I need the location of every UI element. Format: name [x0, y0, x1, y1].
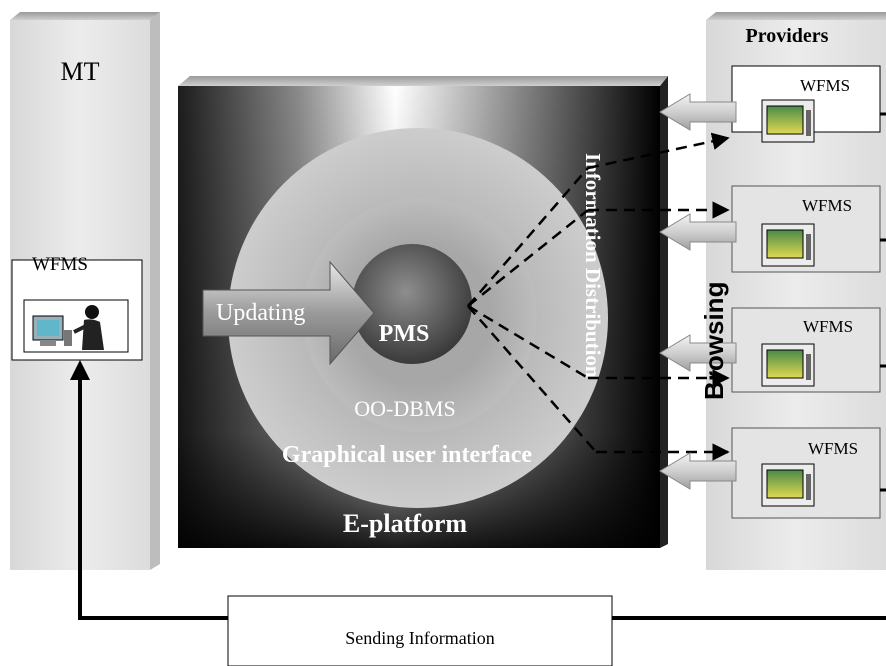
provider-connector-stubs — [880, 112, 886, 492]
provider-wfms-label: WFMS — [808, 439, 858, 458]
information-distribution-label: Information Distribution — [581, 153, 605, 378]
browsing-arrow — [659, 213, 737, 251]
up-arrow-head — [70, 360, 90, 380]
sending-information-label: Sending Information — [345, 628, 494, 648]
providers-panel-top — [706, 12, 886, 20]
mt-panel-top — [10, 12, 160, 20]
sending-information-box — [227, 595, 613, 666]
mt-panel: MT WFMS — [10, 12, 160, 570]
browsing-arrow — [659, 93, 737, 131]
updating-label: Updating — [216, 300, 305, 326]
gui-label: Graphical user interface — [282, 442, 533, 468]
pms-label: PMS — [379, 321, 430, 347]
platform-top — [178, 76, 668, 86]
monitor-icon — [761, 463, 815, 507]
person-computer-icon — [23, 299, 129, 353]
mt-panel-side — [150, 12, 160, 570]
provider-wfms-label: WFMS — [803, 317, 853, 336]
monitor-icon — [761, 223, 815, 267]
browsing-arrow — [659, 452, 737, 490]
browsing-arrow — [659, 334, 737, 372]
updating-arrow: Updating — [202, 260, 375, 366]
browsing-label: Browsing — [699, 282, 729, 400]
oodbms-label: OO-DBMS — [354, 396, 455, 421]
provider-wfms-label: WFMS — [800, 76, 850, 95]
distribution-lines — [467, 132, 730, 461]
mt-title: MT — [61, 57, 100, 86]
mt-wfms-label: WFMS — [32, 254, 88, 275]
providers-title: Providers — [746, 25, 829, 47]
platform-name: E-platform — [343, 509, 468, 538]
monitor-icon — [761, 343, 815, 387]
feedback-path: Sending Information — [70, 360, 886, 666]
monitor-icon — [761, 99, 815, 143]
platform-side — [660, 76, 668, 548]
pms-core — [352, 244, 472, 364]
provider-wfms-label: WFMS — [802, 196, 852, 215]
